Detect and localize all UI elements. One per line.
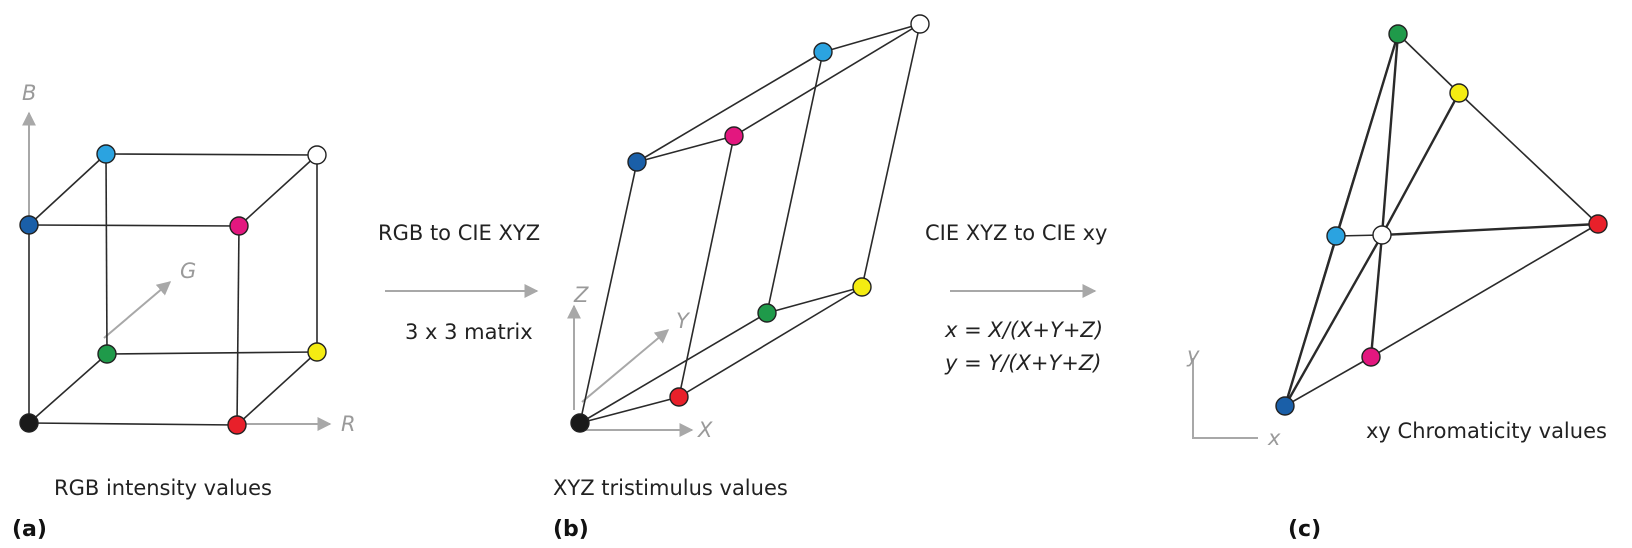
vertex-cyan (1326, 226, 1346, 246)
axis-g (103, 281, 172, 339)
vertex-red (669, 387, 689, 407)
transform1-title: RGB to CIE XYZ (378, 221, 540, 245)
vertex-cyan (96, 144, 116, 164)
vertex-yellow (852, 277, 872, 297)
vertex-green (1388, 24, 1408, 44)
axis-xy-corner (1192, 358, 1258, 439)
transform-rgb-to-xyz: RGB to CIE XYZ 3 x 3 matrix (378, 221, 540, 344)
transform1-subtitle: 3 x 3 matrix (405, 320, 533, 344)
transform2-title: CIE XYZ to CIE xy (925, 221, 1108, 245)
panel-a-rgb-cube: B G R RGB intensity values (a) (12, 81, 356, 542)
vertex-cyan (813, 42, 833, 62)
equation-x: x = X/(X+Y+Z) (944, 318, 1103, 342)
vertex-magenta (229, 216, 249, 236)
vertex-white (910, 14, 930, 34)
equation-y: y = Y/(X+Y+Z) (944, 351, 1101, 375)
vertex-blue (1275, 396, 1295, 416)
vertex-magenta (1361, 347, 1381, 367)
panel-b-xyz-solid: Z Y X XYZ tristimulus values (b) (553, 14, 930, 542)
axis-y-label: Y (676, 309, 691, 333)
caption-a: RGB intensity values (54, 476, 272, 500)
axis-x-label: X (697, 418, 713, 442)
axis-y-label: y (1186, 343, 1200, 367)
vertex-magenta (724, 126, 744, 146)
axis-g-label: G (180, 259, 196, 283)
vertex-green (757, 303, 777, 323)
vertex-red (1588, 214, 1608, 234)
caption-b: XYZ tristimulus values (553, 476, 788, 500)
panel-c-chromaticity: y x xy Chromaticity values (c (1186, 24, 1608, 542)
vertex-black (19, 413, 39, 433)
vertex-yellow (307, 342, 327, 362)
axis-y (581, 329, 670, 403)
axis-x-label: x (1267, 426, 1281, 450)
vertex-black (570, 413, 590, 433)
panel-label-a: (a) (12, 517, 47, 542)
axis-z-label: Z (573, 283, 589, 307)
vertex-white (1372, 225, 1392, 245)
caption-c: xy Chromaticity values (1366, 419, 1607, 443)
white-point-edges (1283, 33, 1599, 407)
solid-edges (579, 23, 921, 424)
cube-edges (28, 153, 318, 426)
vertex-blue (19, 215, 39, 235)
vertex-yellow (1449, 83, 1469, 103)
axis-b-label: B (22, 81, 36, 105)
axis-r-label: R (341, 412, 356, 436)
transform-xyz-to-xy: CIE XYZ to CIE xy x = X/(X+Y+Z) y = Y/(X… (925, 221, 1108, 375)
vertex-white (307, 145, 327, 165)
vertex-blue (627, 152, 647, 172)
panel-label-b: (b) (553, 517, 589, 542)
vertex-green (97, 344, 117, 364)
gamut-edges (1284, 33, 1599, 407)
vertex-red (227, 415, 247, 435)
panel-label-c: (c) (1288, 517, 1321, 542)
